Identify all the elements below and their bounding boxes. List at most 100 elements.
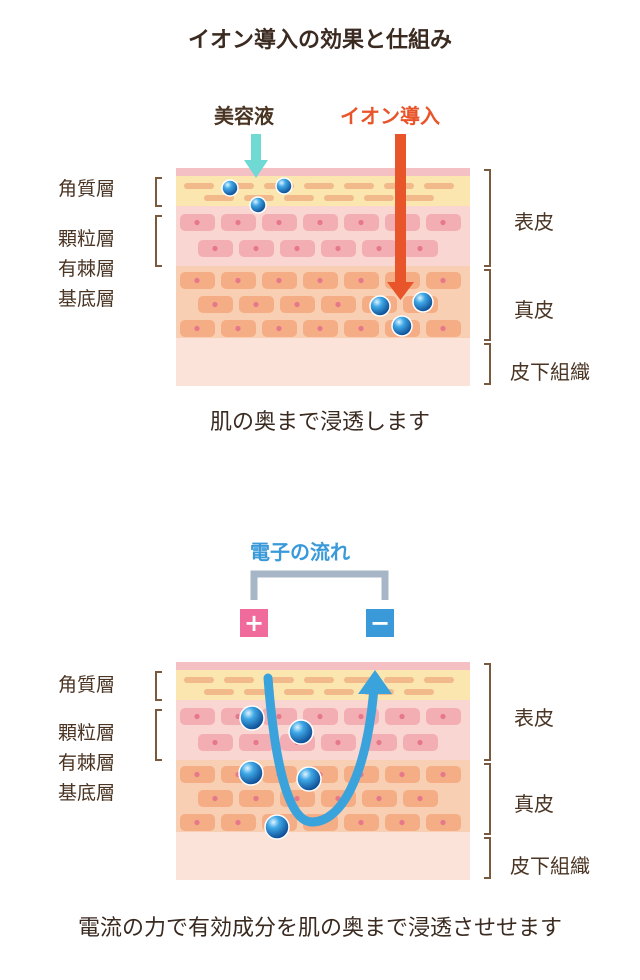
- corneum-cell: [224, 677, 254, 683]
- cell-nucleus: [335, 245, 341, 252]
- cell-nucleus: [376, 795, 382, 802]
- cell-nucleus: [399, 713, 405, 720]
- current-arrow-path: [263, 673, 379, 827]
- page-title: イオン導入の効果と仕組み: [187, 28, 452, 53]
- ion-bubble-deep: [296, 766, 322, 792]
- corneum-cell: [344, 677, 374, 683]
- bracket-corneum: [155, 177, 162, 207]
- ion-bubble-deep: [239, 705, 265, 731]
- ion-bubble: [369, 295, 391, 317]
- skin-label-subcutaneous-2: 皮下組織: [510, 854, 590, 878]
- cell-nucleus: [194, 713, 200, 720]
- corneum-cell: [384, 677, 414, 683]
- plus-electrode: +: [240, 609, 268, 637]
- electron-flow-label: 電子の流れ: [250, 540, 350, 564]
- corneum-cell: [184, 677, 214, 683]
- caption-bottom: 電流の力で有効成分を肌の奥まで浸透させせます: [77, 916, 562, 941]
- layer-label-spinous-2: 有棘層: [58, 752, 116, 774]
- cell-nucleus: [317, 325, 323, 332]
- cell-nucleus: [276, 277, 282, 284]
- cell-nucleus: [276, 219, 282, 226]
- cell-nucleus: [194, 819, 200, 826]
- bracket-dermis: [484, 763, 491, 835]
- cell-nucleus: [194, 219, 200, 226]
- corneum-cell: [284, 195, 314, 201]
- cell-nucleus: [376, 245, 382, 252]
- cell-nucleus: [376, 739, 382, 746]
- bracket-dermis: [484, 269, 491, 341]
- corneum-cell: [204, 689, 234, 695]
- bracket-subcutaneous: [484, 343, 491, 385]
- essence-arrow-shaft: [251, 134, 261, 162]
- corneum-cell: [284, 689, 314, 695]
- ion-arrow-head: [387, 282, 414, 300]
- cell-nucleus: [253, 301, 259, 308]
- essence-arrow-head: [244, 160, 268, 178]
- layer-label-basal-2: 基底層: [58, 782, 116, 804]
- cell-nucleus: [317, 713, 323, 720]
- cell-nucleus: [212, 301, 218, 308]
- ion-bubble-deep: [238, 760, 264, 786]
- ion-bubble: [391, 315, 413, 337]
- cell-nucleus: [440, 713, 446, 720]
- cell-nucleus: [335, 739, 341, 746]
- cell-nucleus: [253, 795, 259, 802]
- corneum-cell: [404, 195, 434, 201]
- cell-nucleus: [440, 325, 446, 332]
- corneum-cell: [404, 689, 434, 695]
- corneum-cell: [324, 195, 354, 201]
- cell-nucleus: [417, 795, 423, 802]
- ion-bubble-deep: [264, 814, 290, 840]
- bracket-corneum: [155, 671, 162, 701]
- cell-nucleus: [194, 771, 200, 778]
- corneum-cell: [424, 677, 454, 683]
- cell-nucleus: [440, 771, 446, 778]
- corneum-cell: [204, 195, 234, 201]
- cell-nucleus: [317, 219, 323, 226]
- skin-surface: [176, 168, 470, 176]
- cell-nucleus: [253, 739, 259, 746]
- cell-nucleus: [235, 819, 241, 826]
- cell-nucleus: [235, 325, 241, 332]
- cell-nucleus: [417, 245, 423, 252]
- layer-label-granular: 顆粒層: [58, 228, 116, 250]
- cell-nucleus: [399, 819, 405, 826]
- caption-top: 肌の奥まで浸透します: [209, 410, 430, 435]
- cell-nucleus: [212, 739, 218, 746]
- corneum-cell: [364, 195, 394, 201]
- skin-label-epidermis: 表皮: [514, 210, 554, 234]
- corneum-cell: [184, 183, 214, 189]
- bracket-epidermis: [484, 663, 491, 761]
- ion-bubble: [412, 291, 434, 313]
- cell-nucleus: [335, 301, 341, 308]
- cell-nucleus: [417, 739, 423, 746]
- bracket-granular: [155, 709, 162, 761]
- cell-nucleus: [235, 277, 241, 284]
- cell-nucleus: [358, 325, 364, 332]
- cell-nucleus: [317, 277, 323, 284]
- layer-label-granular-2: 顆粒層: [58, 722, 116, 744]
- cell-nucleus: [294, 245, 300, 252]
- layer-label-stratum-corneum: 角質層: [58, 178, 116, 200]
- stratum-corneum-band: [176, 670, 470, 700]
- corneum-cell: [304, 183, 334, 189]
- corneum-cell: [304, 677, 334, 683]
- minus-electrode: −: [366, 609, 394, 637]
- cell-nucleus: [399, 771, 405, 778]
- skin-cross-section-bottom: [155, 662, 491, 880]
- cell-nucleus: [253, 245, 259, 252]
- skin-cross-section-top: [155, 168, 491, 386]
- current-arrow-head: [358, 670, 392, 694]
- circuit-wire: [250, 570, 389, 600]
- bracket-subcutaneous: [484, 837, 491, 879]
- corneum-cell: [424, 183, 454, 189]
- ion-bubble: [249, 196, 267, 214]
- cell-nucleus: [294, 795, 300, 802]
- cell-nucleus: [212, 245, 218, 252]
- bracket-granular: [155, 215, 162, 267]
- cell-nucleus: [194, 325, 200, 332]
- cell-nucleus: [276, 713, 282, 720]
- cell-nucleus: [276, 325, 282, 332]
- cell-nucleus: [294, 301, 300, 308]
